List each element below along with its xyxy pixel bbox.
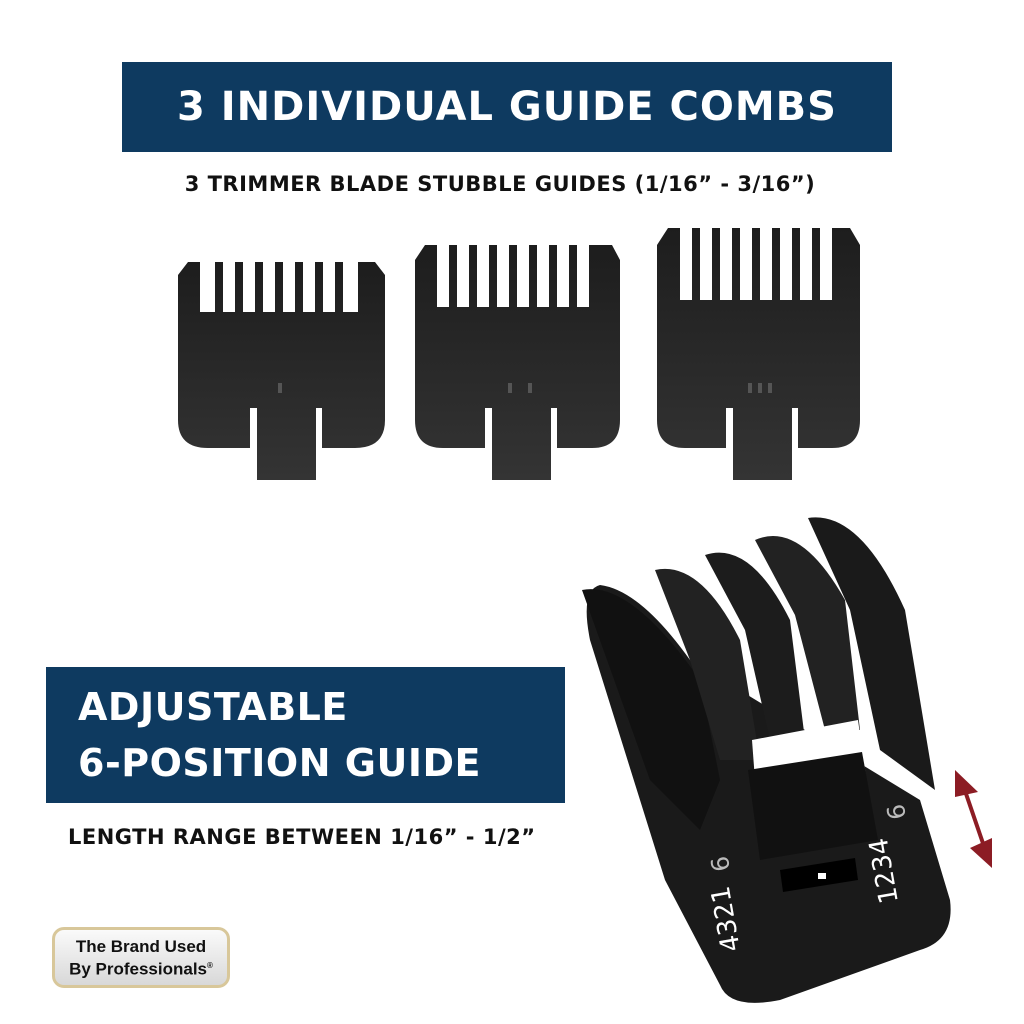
brand-badge: The Brand Used By Professionals® — [52, 927, 230, 988]
badge-line2: By Professionals — [69, 959, 208, 979]
adjustable-guide: 4321 1234 6 6 — [582, 517, 951, 1003]
registered-mark: ® — [207, 960, 213, 970]
subtitle: 3 TRIMMER BLADE STUBBLE GUIDES (1/16” - … — [184, 172, 816, 196]
title-banner: 3 INDIVIDUAL GUIDE COMBS — [122, 62, 892, 152]
double-arrow-icon — [955, 770, 992, 868]
guide-comb-2-16 — [415, 245, 620, 480]
right-six-label: 6 — [882, 802, 912, 822]
adjustable-banner: ADJUSTABLE 6-POSITION GUIDE — [46, 667, 565, 803]
adjustable-title-line2: 6-POSITION GUIDE — [78, 741, 481, 785]
guide-comb-3-16 — [657, 228, 860, 480]
guide-comb-1-16 — [178, 262, 385, 480]
badge-line1: The Brand Used — [75, 936, 207, 956]
adjustable-title-line1: ADJUSTABLE — [78, 685, 348, 729]
page-title: 3 INDIVIDUAL GUIDE COMBS — [177, 84, 837, 130]
length-range-text: LENGTH RANGE BETWEEN 1/16” - 1/2” — [68, 825, 536, 849]
left-six-label: 6 — [706, 854, 736, 874]
